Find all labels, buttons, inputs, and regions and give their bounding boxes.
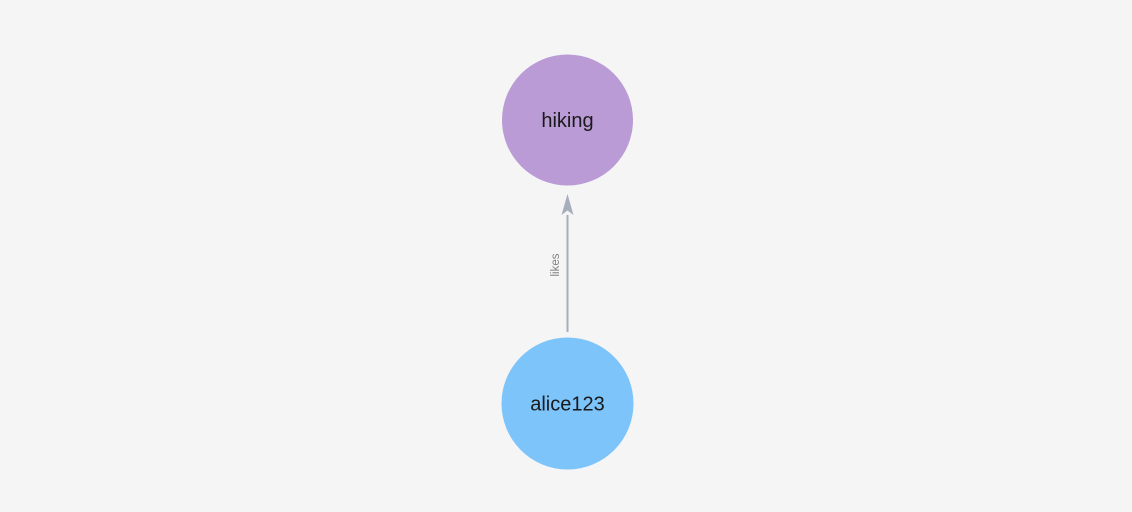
node-circle-alice123[interactable] — [501, 337, 634, 470]
node-group: hiking alice123 — [501, 54, 634, 470]
arrowhead-icon — [561, 194, 574, 215]
node-label-alice123: alice123 — [530, 393, 605, 415]
node-hiking[interactable]: hiking — [502, 54, 633, 186]
node-alice123[interactable]: alice123 — [501, 337, 634, 470]
node-label-hiking: hiking — [541, 110, 593, 132]
edge-label-likes: likes — [550, 253, 562, 276]
edge-alice123-likes-hiking[interactable]: likes — [550, 194, 574, 332]
node-circle-hiking[interactable] — [502, 54, 633, 186]
edge-group: likes — [550, 194, 574, 332]
